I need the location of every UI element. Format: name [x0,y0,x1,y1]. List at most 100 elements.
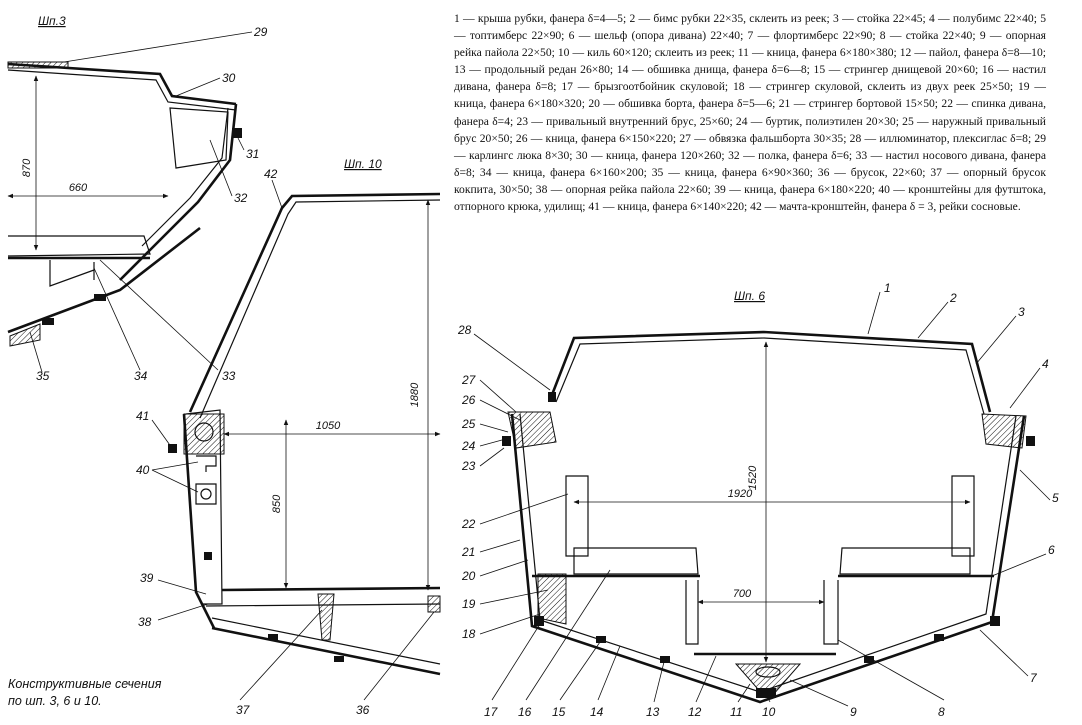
frame6-dim700: 700 [733,588,752,600]
callout-2: 2 [949,291,957,305]
frame6-knee-left [507,411,557,449]
frame3-section: Шп.3 870 660 29 30 31 [7,14,268,383]
callout-1: 1 [884,281,891,295]
frame6-cabin-inner [555,337,985,415]
frame6-stringer-d [934,634,944,641]
callout-39: 39 [140,571,154,585]
callout-29: 29 [253,25,268,39]
leader-6 [991,553,1047,577]
frame10-knee41 [183,413,225,455]
frame3-roof [7,62,237,106]
callout-17: 17 [484,705,499,719]
leader-25 [479,423,509,433]
frame6-post-right [823,580,839,645]
callout-12: 12 [688,705,702,719]
leader-26 [479,399,521,421]
frame6-stringer-b [660,656,670,663]
frame6-knee19 [537,573,567,625]
frame10-title: Шп. 10 [344,157,382,171]
frame10-bracket40b [195,483,217,505]
callout-14: 14 [590,705,604,719]
frame6-cabin [548,330,992,413]
callout-34: 34 [134,369,148,383]
leader-12 [695,655,717,703]
callout-26: 26 [461,393,476,407]
leader-17 [491,623,541,701]
frame10-stringer [204,552,212,560]
leader-31 [237,137,245,151]
frame10-stringer3 [334,656,344,662]
callout-32: 32 [234,191,248,205]
frame10-stringer2 [268,634,278,640]
leader-28 [473,333,551,391]
frame6-keel [756,688,776,698]
frame10-bottom-inner [211,617,441,665]
leader-2 [917,301,949,339]
frame3-side-inner [141,107,229,247]
callout-33: 33 [222,369,236,383]
callout-20: 20 [461,569,476,583]
callout-6: 6 [1048,543,1055,557]
frame3-stringer [94,294,106,301]
leader-29 [63,31,253,63]
frame6-chine-right [990,616,1000,626]
leader-34 [93,267,141,371]
leader-32 [209,139,233,197]
frame10-cockpit-floor [221,586,441,592]
frame6-backrest-left [565,475,589,557]
callout-21: 21 [461,545,475,559]
frame10-bottom [211,626,441,676]
frame6-knee-right [981,413,1027,449]
frame6-porthole [548,392,556,402]
leader-35 [29,331,43,373]
frame3-dim660: 660 [69,182,88,194]
leader-24 [479,439,503,447]
callout-37: 37 [236,703,251,717]
leader-39 [157,579,207,595]
callout-9: 9 [850,705,857,719]
callout-13: 13 [646,705,660,719]
frame6-cushion-left [573,547,699,575]
frame6-stringer-c [864,656,874,663]
callout-8: 8 [938,705,945,719]
frame3-roof-inner [7,69,237,111]
frame3-title: Шп.3 [38,14,66,28]
frame6-backrest-right [951,475,975,557]
frame10-hole [194,422,214,442]
frame10-block37 [317,593,335,641]
frame10-mast-bracket-outer [188,192,441,413]
leader-4 [1009,367,1041,409]
callout-16: 16 [518,705,532,719]
frame10-dim850: 850 [271,494,283,513]
callout-22: 22 [461,517,476,531]
frame10-mast-bracket-inner [199,199,441,419]
frame6-stringer-a [596,636,606,643]
leader-8 [837,639,945,701]
callout-5: 5 [1052,491,1059,505]
callout-35: 35 [36,369,50,383]
callout-4: 4 [1042,357,1049,371]
leader-15 [559,641,601,701]
leader-36 [363,611,435,701]
leader-20 [479,559,529,577]
figure-caption: Конструктивные сечения по шп. 3, 6 и 10. [8,676,228,710]
callout-38: 38 [138,615,152,629]
frame10-dim1880: 1880 [409,382,421,407]
callout-42: 42 [264,167,278,181]
callout-40: 40 [136,463,150,477]
frame3-carlin [7,61,69,69]
leader-19 [479,589,549,605]
leader-40 [151,461,199,493]
frame10-bracket40-hole [200,488,212,500]
callout-30: 30 [222,71,236,85]
frame10-gunwale [168,444,177,453]
frame6-gunwale-right [1026,436,1035,446]
frame10-dim1050: 1050 [316,420,341,432]
leader-10 [767,697,771,703]
callout-24: 24 [461,439,476,453]
frame6-hull [510,413,1026,704]
frame6-post-left [685,580,699,645]
callout-23: 23 [461,459,476,473]
frame6-limber [755,666,781,678]
